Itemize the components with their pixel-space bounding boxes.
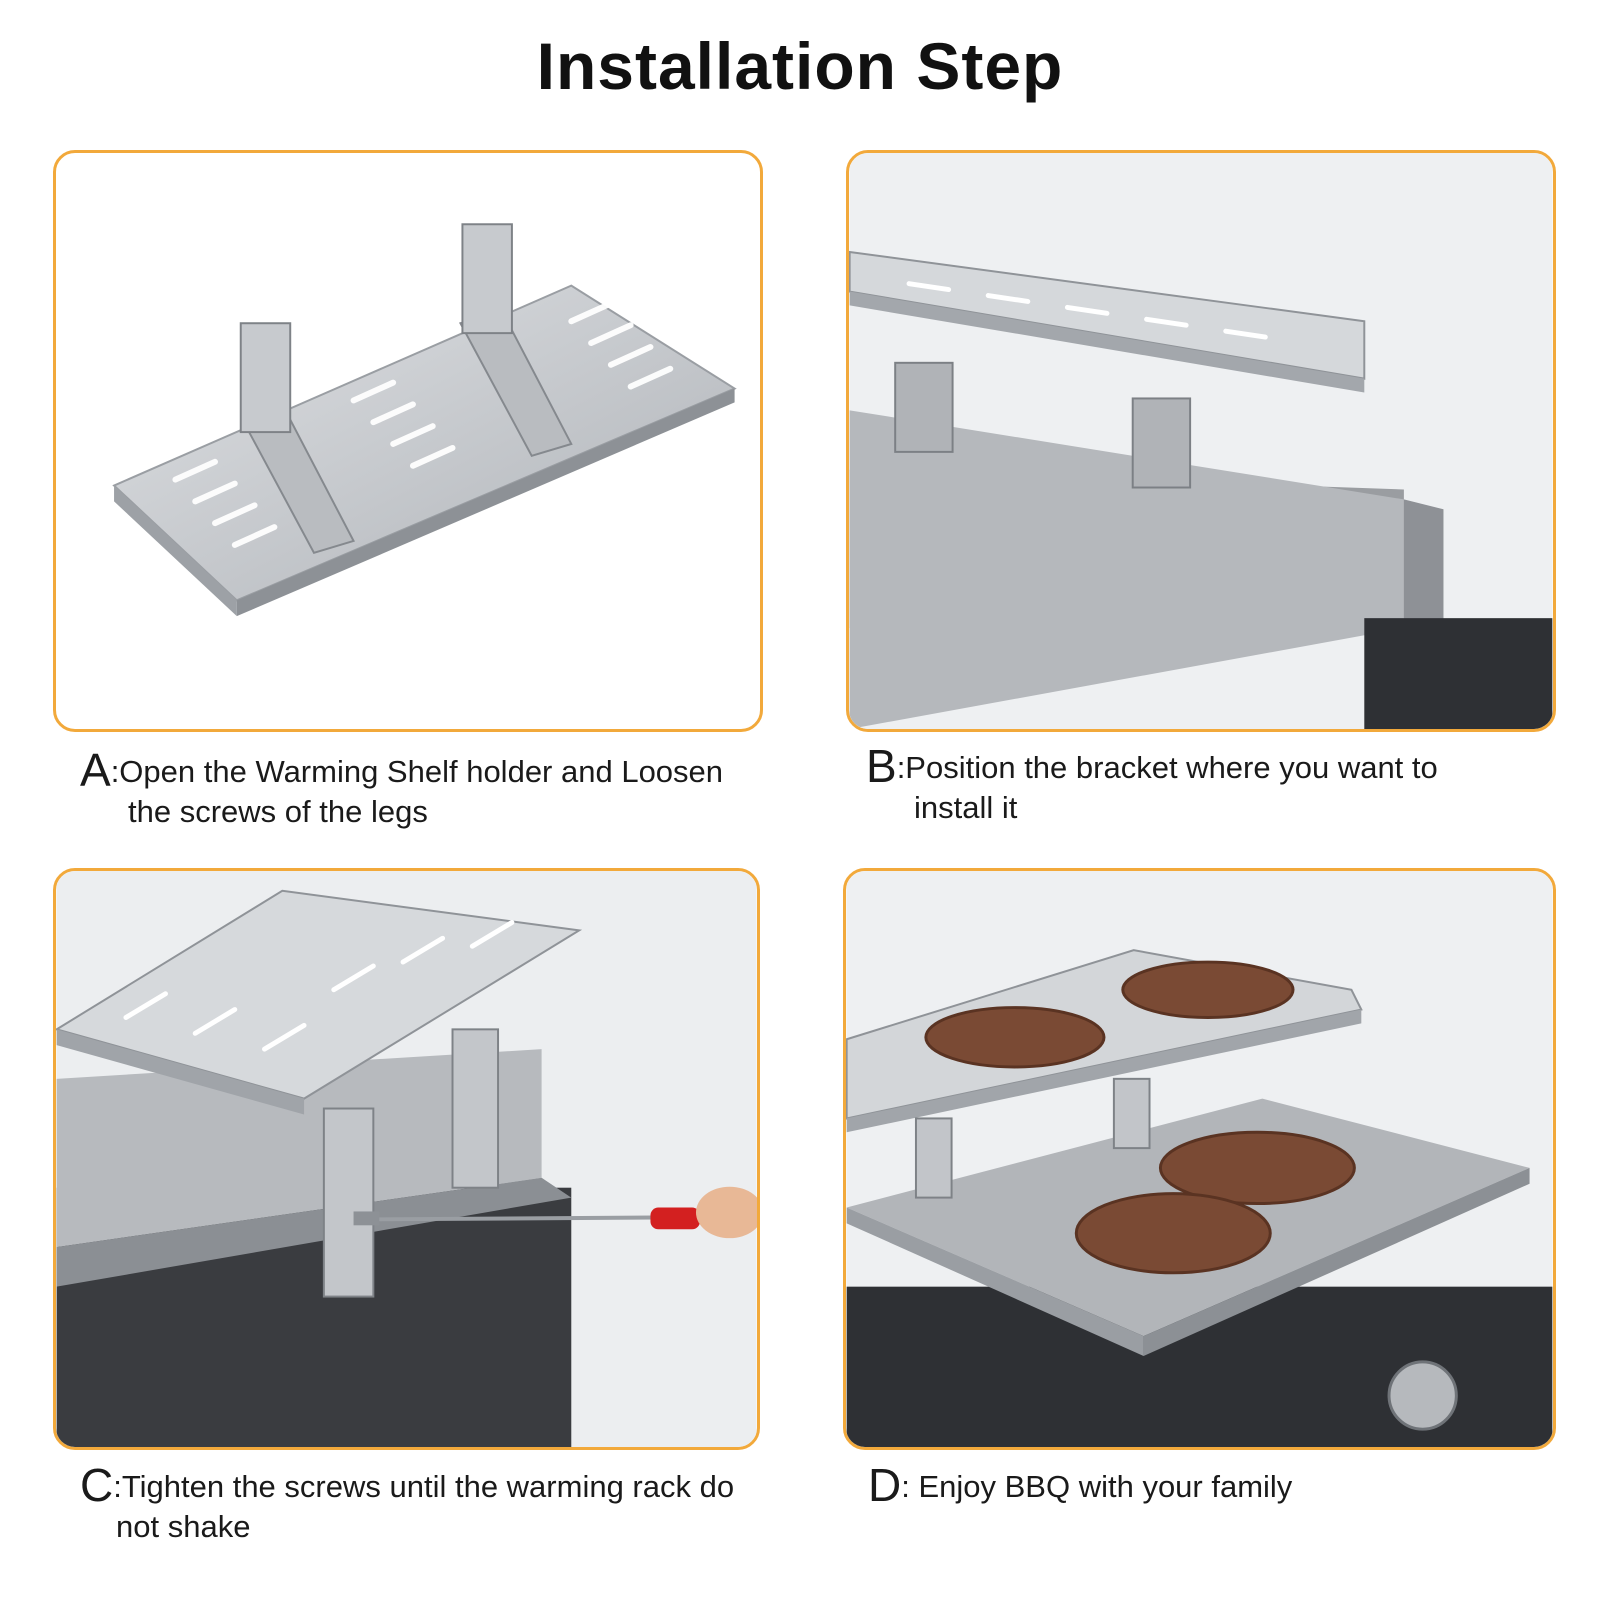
step-letter: D (868, 1459, 902, 1511)
page-title: Installation Step (536, 29, 1064, 103)
step-text-line1: : Enjoy BBQ with your family (901, 1469, 1293, 1504)
step-d-caption: D: Enjoy BBQ with your family (868, 1462, 1568, 1508)
step-text-line1: :Open the Warming Shelf holder and Loose… (110, 754, 724, 789)
step-text-line1: :Tighten the screws until the warming ra… (113, 1469, 735, 1504)
warming-shelf-illustration (112, 223, 737, 617)
step-text-line2: the screws of the legs (128, 794, 428, 829)
step-c-image (53, 868, 760, 1450)
step-text-line2: not shake (116, 1509, 251, 1544)
step-b-caption: B:Position the bracket where you want to… (866, 743, 1566, 828)
step-letter: A (80, 744, 111, 796)
step-letter: C (80, 1459, 114, 1511)
bracket-position-illustration (849, 153, 1553, 729)
step-a-image (53, 150, 763, 732)
step-d-image (843, 868, 1556, 1450)
step-text-line1: :Position the bracket where you want to (896, 750, 1438, 785)
step-text-line2: install it (914, 790, 1018, 825)
step-c-caption: C:Tighten the screws until the warming r… (80, 1462, 820, 1547)
step-a-caption: A:Open the Warming Shelf holder and Loos… (80, 747, 800, 832)
burger-patties (924, 960, 1356, 1275)
tighten-screws-illustration (56, 871, 757, 1447)
bbq-griddle-illustration (846, 871, 1553, 1447)
step-b-image (846, 150, 1556, 732)
step-letter: B (866, 740, 897, 792)
